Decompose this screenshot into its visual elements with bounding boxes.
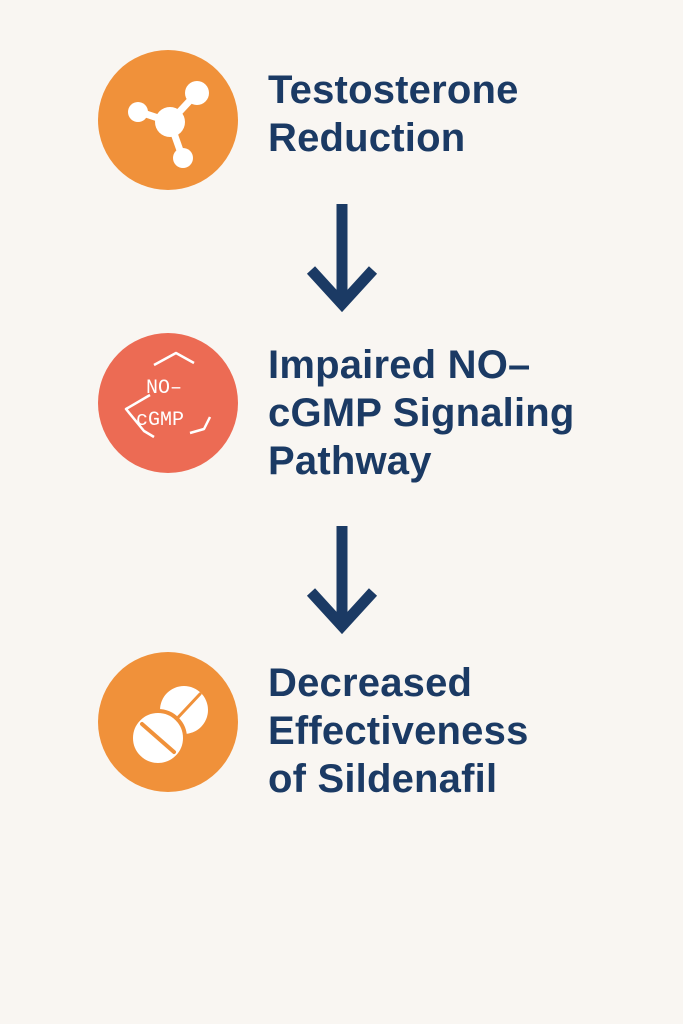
- icon-text-cgmp: cGMP: [136, 409, 184, 432]
- step-1-icon-circle: [98, 50, 238, 190]
- down-arrow-icon: [306, 204, 378, 313]
- step-3-label-line-2: Effectiveness: [268, 709, 529, 753]
- step-2-icon-circle: NO– cGMP: [98, 333, 238, 473]
- step-2-label: Impaired NO– cGMP Signaling Pathway: [268, 341, 668, 485]
- step-3-icon-circle: [98, 652, 238, 792]
- step-2-label-line-3: Pathway: [268, 439, 432, 483]
- step-2-label-line-2: cGMP Signaling: [268, 391, 575, 435]
- step-1-label-line-1: Testosterone: [268, 68, 519, 112]
- molecule-icon: [128, 81, 209, 168]
- no-cgmp-hexagon-icon: NO– cGMP: [124, 351, 212, 439]
- step-3-label-line-3: of Sildenafil: [268, 757, 498, 801]
- step-1-label-line-2: Reduction: [268, 116, 466, 160]
- icon-text-no: NO–: [146, 377, 182, 400]
- step-1-label: Testosterone Reduction: [268, 66, 668, 162]
- step-3-label-line-1: Decreased: [268, 661, 473, 705]
- step-2-label-line-1: Impaired NO–: [268, 343, 531, 387]
- down-arrow-icon: [306, 526, 378, 635]
- pills-icon: [129, 686, 208, 767]
- step-3-label: Decreased Effectiveness of Sildenafil: [268, 659, 668, 803]
